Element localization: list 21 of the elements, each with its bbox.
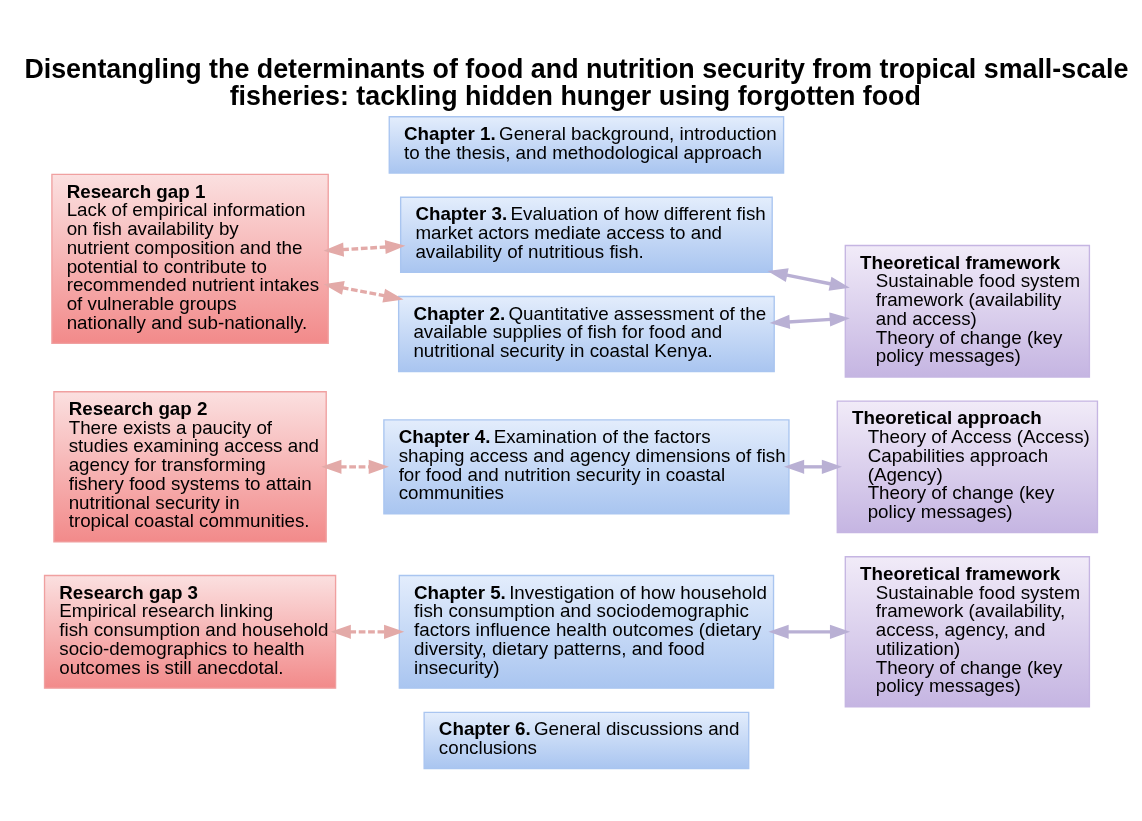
node-box: Research gap 3 Empirical research linking fish consumption and household socio-demographics to health outcomes is still anecdotal.: [43, 574, 337, 689]
node-box: Research gap 2 There exists a paucity of studies examining access and agency for transforming fishery food systems to attain nutritional security in tropical coastal communities.: [53, 391, 327, 543]
node-box: Theoretical approach Theory of Access (Access) Capabilities approach (Agency) Theory of change (key policy messages): [836, 400, 1099, 534]
node-box: Chapter 3. Evaluation of how different fish market actors mediate access to and availability of nutritious fish.: [399, 196, 773, 273]
diagram-title: Disentangling the determinants of food and nutrition security from tropical small-scale fisheries: tackling hidden hunger using forgotten food: [24, 53, 1129, 111]
arrow: [767, 268, 850, 291]
arrow: [323, 240, 406, 257]
node-box: Chapter 6. General discussions and conclusions: [423, 711, 750, 770]
node-box: Research gap 1 Lack of empirical information on fish availability by nutrient composition and the potential to contribute to recommended nutrient intakes of vulnerable groups nationally and sub-nationally.: [51, 173, 329, 345]
arrow: [330, 624, 405, 639]
node-box: Chapter 4. Examination of the factors shaping access and agency dimensions of fish for food and nutrition security in coastal communities: [383, 419, 790, 515]
arrow: [321, 459, 389, 474]
node-box: Chapter 1. General background, introduction to the thesis, and methodological approach: [388, 116, 785, 174]
arrow: [784, 459, 842, 474]
arrow: [769, 312, 850, 329]
node-box: Theoretical framework Sustainable food system framework (availability, access, agency, and utilization) Theory of change (key policy messages): [844, 556, 1091, 708]
arrow: [323, 281, 404, 303]
node-box: Chapter 2. Quantitative assessment of the available supplies of fish for food and nutritional security in coastal Kenya.: [397, 295, 775, 373]
node-box: Chapter 5. Investigation of how household fish consumption and sociodemographic factors influence health outcomes (dietary diversity, dietary patterns, and food insecurity): [398, 574, 775, 689]
node-box: Theoretical framework Sustainable food system framework (availability and access) Theory of change (key policy messages): [844, 244, 1091, 378]
arrow: [768, 624, 851, 639]
